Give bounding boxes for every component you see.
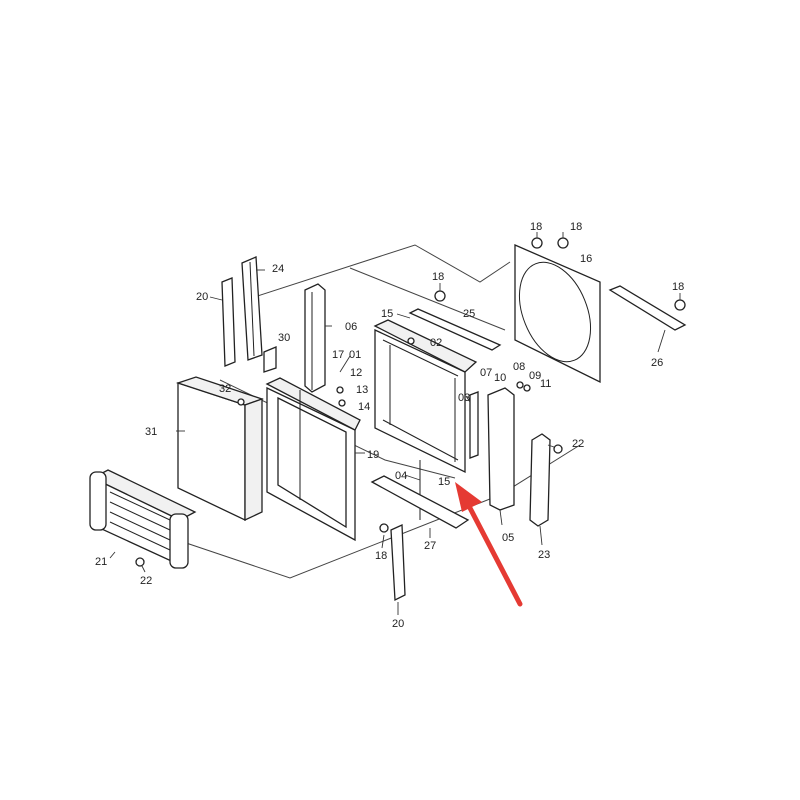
label-16: 16 [580,253,592,265]
label-11: 11 [540,378,551,390]
part-06-bracket [304,283,326,393]
label-10: 10 [494,372,506,384]
label-01: 01 [349,349,361,361]
label-30: 30 [278,332,290,344]
label-14: 14 [358,401,370,413]
label-27: 27 [424,540,436,552]
part-23-right-strip [529,433,551,527]
label-18: 18 [375,550,387,562]
part-31-side-panel [175,376,265,522]
label-05: 05 [502,532,514,544]
label-07: 07 [480,367,492,379]
label-22: 22 [572,438,584,450]
label-12: 12 [350,367,362,379]
part-25-top-bar [408,308,502,351]
label-31: 31 [145,426,157,438]
label-09: 09 [529,370,541,382]
label-13: 13 [356,384,368,396]
part-20-lower-strip [390,524,406,602]
part-16-fan-shroud [514,244,601,384]
label-25: 25 [463,308,475,320]
part-01-radiator-core [373,319,478,474]
label-23: 23 [538,549,550,561]
label-20: 20 [392,618,404,630]
label-18: 18 [432,271,444,283]
bolt-group [135,237,686,567]
label-19: 19 [367,449,379,461]
label-15: 15 [381,308,393,320]
label-20: 20 [196,291,208,303]
label-18: 18 [530,221,542,233]
part-27-bottom-bar [370,475,470,529]
label-24: 24 [272,263,284,275]
part-labels: 18 18 16 18 18 24 20 06 15 25 30 02 17 0… [95,221,684,630]
part-20-24-left-strips [221,256,263,367]
label-18: 18 [570,221,582,233]
label-22: 22 [140,575,152,587]
label-04: 04 [395,470,407,482]
label-15-highlighted: 15 [438,476,450,488]
highlight-arrow [455,482,523,607]
label-02: 02 [430,337,442,349]
label-08: 08 [513,361,525,373]
label-17: 17 [332,349,344,361]
part-26-angled-bar [608,285,687,331]
label-26: 26 [651,357,663,369]
part-30-block [263,346,277,373]
label-03: 03 [458,392,470,404]
label-06: 06 [345,321,357,333]
label-18: 18 [672,281,684,293]
label-21: 21 [95,556,107,568]
part-03-04-members [419,391,479,520]
part-21-oil-cooler [89,469,197,569]
leader-lines [109,232,681,615]
part-05-side-plate [487,387,515,511]
part-19-frame [265,377,361,542]
label-32: 32 [219,383,231,395]
